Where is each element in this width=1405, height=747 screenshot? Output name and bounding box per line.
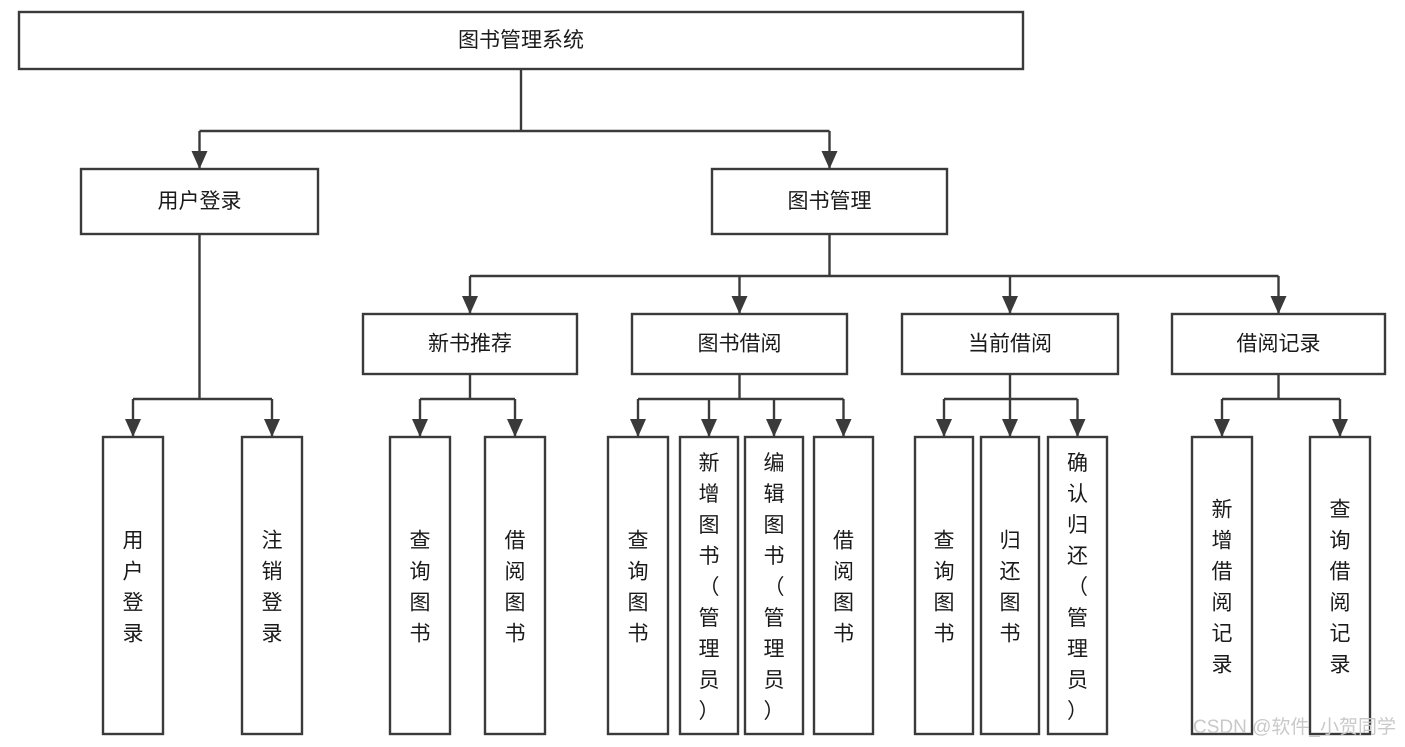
node-leaf-borrow-book-b[interactable]: 借阅图书 bbox=[812, 435, 875, 736]
arrow-head-icon bbox=[1069, 419, 1086, 437]
arrow-head-icon bbox=[630, 419, 646, 437]
arrow-head-icon bbox=[766, 419, 782, 437]
node-label: 注销登录 bbox=[262, 530, 283, 646]
arrow-head-icon bbox=[1332, 419, 1348, 437]
edge-group-borrow_record bbox=[1214, 374, 1348, 437]
arrow-head-icon bbox=[1270, 296, 1287, 314]
arrow-head-icon bbox=[412, 419, 428, 437]
node-label: 查询图书 bbox=[628, 530, 649, 646]
node-box[interactable] bbox=[913, 435, 975, 736]
node-label: 图书借阅 bbox=[698, 333, 782, 356]
node-box[interactable] bbox=[606, 435, 670, 736]
node-box[interactable] bbox=[743, 435, 805, 736]
node-leaf-query-book-c[interactable]: 查询图书 bbox=[913, 435, 975, 736]
node-label: 用户登录 bbox=[158, 190, 242, 213]
node-label: 借阅图书 bbox=[833, 530, 854, 646]
arrow-head-icon bbox=[191, 151, 208, 169]
node-box[interactable] bbox=[900, 312, 1120, 376]
arrow-head-icon bbox=[701, 419, 717, 437]
node-box[interactable] bbox=[812, 435, 875, 736]
node-book-borrow[interactable]: 图书借阅 bbox=[630, 312, 849, 376]
node-leaf-add-record[interactable]: 新增借阅记录 bbox=[1190, 435, 1254, 736]
node-root[interactable]: 图书管理系统 bbox=[17, 10, 1025, 71]
node-box[interactable] bbox=[361, 312, 579, 376]
node-label: 用户登录 bbox=[123, 530, 144, 646]
arrow-head-icon bbox=[462, 296, 478, 314]
node-label: 新增借阅记录 bbox=[1212, 499, 1233, 677]
node-leaf-confirm-return[interactable]: 确认归还（管理员） bbox=[1046, 435, 1109, 736]
node-label: 借阅图书 bbox=[505, 530, 526, 646]
arrow-head-icon bbox=[731, 296, 748, 314]
edge-group-book_manage bbox=[462, 234, 1287, 314]
node-leaf-query-record[interactable]: 查询借阅记录 bbox=[1308, 435, 1372, 736]
node-borrow-record[interactable]: 借阅记录 bbox=[1170, 312, 1387, 376]
node-box[interactable] bbox=[1170, 312, 1387, 376]
node-label: 借阅记录 bbox=[1237, 333, 1321, 356]
arrow-head-icon bbox=[936, 419, 952, 437]
node-leaf-add-book[interactable]: 新增图书（管理员） bbox=[678, 435, 740, 736]
node-box[interactable] bbox=[1308, 435, 1372, 736]
node-box[interactable] bbox=[710, 167, 949, 236]
node-label: 查询图书 bbox=[934, 530, 955, 646]
node-label: 归还图书 bbox=[1000, 530, 1021, 646]
node-leaf-user-login[interactable]: 用户登录 bbox=[101, 435, 165, 736]
node-box[interactable] bbox=[79, 167, 320, 236]
node-label: 编辑图书（管理员） bbox=[764, 452, 785, 723]
edge-group-book_borrow bbox=[630, 374, 852, 437]
node-label: 图书管理 bbox=[788, 190, 872, 213]
node-label: 图书管理系统 bbox=[458, 29, 584, 52]
node-label: 查询图书 bbox=[410, 530, 431, 646]
node-new-book-rec[interactable]: 新书推荐 bbox=[361, 312, 579, 376]
node-label: 新书推荐 bbox=[428, 333, 512, 356]
node-leaf-borrow-book-a[interactable]: 借阅图书 bbox=[483, 435, 547, 736]
node-leaf-edit-book[interactable]: 编辑图书（管理员） bbox=[743, 435, 805, 736]
edge-group-root bbox=[191, 69, 838, 169]
watermark-label: CSDN @软件_小贺同学 bbox=[1193, 716, 1396, 738]
node-box[interactable] bbox=[388, 435, 452, 736]
node-box[interactable] bbox=[483, 435, 547, 736]
node-label: 新增图书（管理员） bbox=[699, 452, 720, 723]
node-leaf-query-book-a[interactable]: 查询图书 bbox=[388, 435, 452, 736]
arrow-head-icon bbox=[1002, 419, 1018, 437]
node-current-borrow[interactable]: 当前借阅 bbox=[900, 312, 1120, 376]
edge-group-user_login bbox=[125, 234, 280, 437]
node-box[interactable] bbox=[678, 435, 740, 736]
node-label: 当前借阅 bbox=[968, 333, 1052, 356]
arrow-head-icon bbox=[264, 419, 280, 437]
node-leaf-user-logout[interactable]: 注销登录 bbox=[240, 435, 304, 736]
arrow-head-icon bbox=[1002, 296, 1018, 314]
arrow-head-icon bbox=[125, 419, 141, 437]
node-label: 确认归还（管理员） bbox=[1067, 452, 1088, 723]
arrow-head-icon bbox=[835, 419, 852, 437]
node-user-login[interactable]: 用户登录 bbox=[79, 167, 320, 236]
node-leaf-query-book-b[interactable]: 查询图书 bbox=[606, 435, 670, 736]
arrow-head-icon bbox=[1214, 419, 1230, 437]
node-box[interactable] bbox=[1046, 435, 1109, 736]
node-box[interactable] bbox=[101, 435, 165, 736]
edge-group-current_borrow bbox=[936, 374, 1086, 437]
edges-layer bbox=[125, 69, 1348, 437]
arrow-head-icon bbox=[821, 151, 838, 169]
node-box[interactable] bbox=[240, 435, 304, 736]
node-leaf-return-book[interactable]: 归还图书 bbox=[979, 435, 1041, 736]
node-box[interactable] bbox=[1190, 435, 1254, 736]
nodes-layer: 图书管理系统用户登录图书管理新书推荐图书借阅当前借阅借阅记录用户登录注销登录查询… bbox=[17, 10, 1387, 736]
node-box[interactable] bbox=[17, 10, 1025, 71]
node-box[interactable] bbox=[979, 435, 1041, 736]
edge-group-new_book_rec bbox=[412, 374, 523, 437]
node-book-manage[interactable]: 图书管理 bbox=[710, 167, 949, 236]
arrow-head-icon bbox=[507, 419, 523, 437]
node-box[interactable] bbox=[630, 312, 849, 376]
node-label: 查询借阅记录 bbox=[1330, 499, 1351, 677]
